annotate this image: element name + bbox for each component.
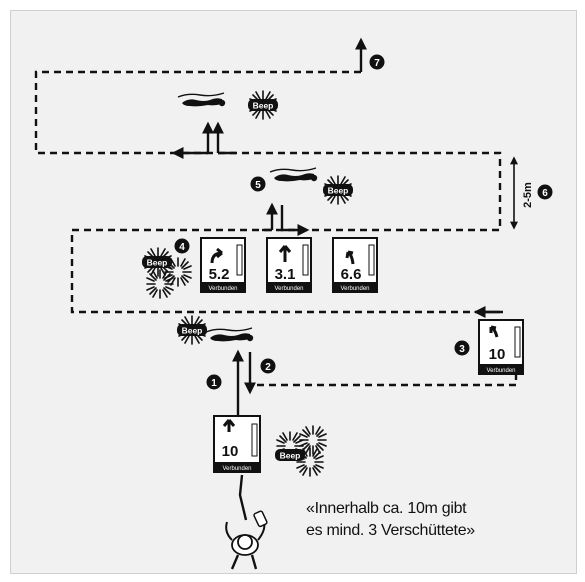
annotation-line-2: es mind. 3 Verschüttete» (306, 522, 475, 539)
arrow-turn-right-icon (210, 247, 223, 264)
marker-6: 6 (537, 184, 553, 200)
beep-label: Beep (280, 451, 301, 461)
buried-person-icon (269, 167, 318, 183)
route-lines (171, 37, 503, 521)
arrow-up-icon (222, 419, 236, 432)
beep-label: Beep (328, 186, 349, 196)
search-path (34, 70, 518, 387)
beep-label: Beep (147, 258, 168, 268)
device-distance: 3.1 (275, 266, 296, 283)
distance-label: 2-5m (522, 182, 534, 208)
searcher-person-icon (225, 510, 268, 570)
device-status: Verbunden (222, 466, 251, 472)
marker-2-label: 2 (265, 362, 271, 373)
transceiver-device-2: 3.1 Verbunden (266, 237, 312, 293)
beep-label: Beep (182, 326, 203, 336)
marker-7-label: 7 (374, 58, 380, 69)
marker-6-label: 6 (542, 188, 548, 199)
marker-7: 7 (369, 54, 385, 70)
transceiver-device-right: 10 Verbunden (478, 319, 524, 375)
beep-signal-1: Beep (248, 90, 278, 120)
marker-3: 3 (454, 340, 470, 356)
device-status: Verbunden (274, 286, 303, 292)
buried-person-icon (205, 327, 254, 343)
marker-5-label: 5 (255, 180, 261, 191)
beep-signal-2: Beep (323, 175, 353, 205)
device-distance: 5.2 (209, 266, 230, 283)
arrow-up-icon (278, 245, 292, 262)
marker-1: 1 (206, 374, 222, 390)
beep-signal-3: Beep (177, 315, 207, 345)
device-distance: 10 (222, 443, 239, 460)
marker-3-label: 3 (459, 344, 465, 355)
marker-4-label: 4 (179, 242, 185, 253)
device-status: Verbunden (340, 286, 369, 292)
beep-signal-multi-4: Beep (142, 247, 192, 299)
annotation-line-1: «Innerhalb ca. 10m gibt (306, 500, 467, 517)
transceiver-device-3: 6.6 Verbunden (332, 237, 378, 293)
device-distance: 6.6 (341, 266, 362, 283)
device-status: Verbunden (208, 286, 237, 292)
device-distance: 10 (489, 346, 506, 363)
annotation-note: «Innerhalb ca. 10m gibt es mind. 3 Versc… (306, 498, 536, 542)
beep-label: Beep (253, 101, 274, 111)
marker-1-label: 1 (211, 378, 217, 389)
marker-5: 5 (250, 176, 266, 192)
marker-2: 2 (260, 358, 276, 374)
arrow-bend-left-icon (345, 250, 355, 265)
transceiver-device-start: 10 Verbunden (213, 415, 261, 473)
buried-person-icon (177, 92, 226, 108)
marker-4: 4 (174, 238, 190, 254)
arrow-bend-icon (489, 325, 499, 338)
transceiver-device-1: 5.2 Verbunden (200, 237, 246, 293)
distance-dimension: 2-5m (510, 156, 534, 230)
device-status: Verbunden (486, 368, 515, 374)
beep-signal-multi-start: Beep (275, 425, 327, 477)
